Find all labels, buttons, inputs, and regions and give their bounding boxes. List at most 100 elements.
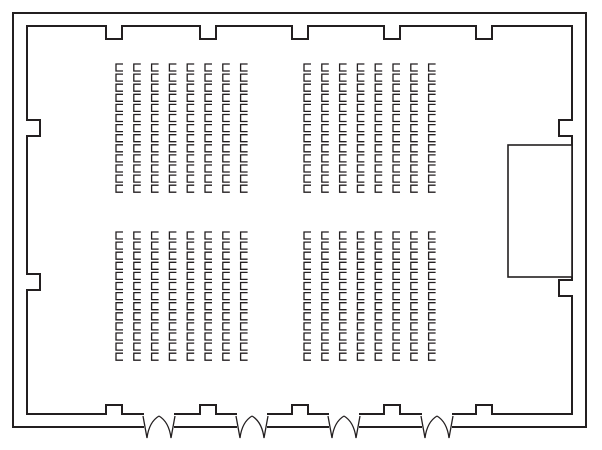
chair (356, 261, 365, 270)
chair (374, 281, 383, 291)
chair (186, 231, 195, 240)
chair (410, 322, 418, 331)
chair (410, 312, 418, 321)
chair (168, 123, 177, 133)
chair (222, 174, 230, 183)
chair (338, 103, 347, 113)
chair (374, 144, 383, 153)
chair (303, 352, 311, 361)
chair (303, 154, 311, 163)
chair (115, 83, 123, 92)
chair (303, 63, 311, 72)
chair (303, 251, 311, 260)
stage (507, 144, 573, 278)
chair (356, 302, 365, 311)
chair (133, 73, 141, 82)
chair (222, 93, 230, 102)
door-leaves (327, 415, 361, 439)
double-door (142, 415, 176, 439)
chair (321, 93, 329, 102)
chair (338, 83, 347, 92)
chair (356, 174, 365, 183)
chair (392, 134, 400, 143)
chair (356, 251, 365, 260)
chair (410, 174, 418, 183)
chair (410, 291, 418, 301)
chair (410, 302, 418, 311)
chair (186, 241, 195, 250)
chair (321, 134, 329, 143)
chair (150, 123, 159, 133)
chair (186, 154, 195, 163)
chair (115, 184, 123, 193)
chair (115, 93, 123, 102)
chair (133, 261, 141, 270)
chair (239, 73, 248, 82)
chair (168, 332, 177, 341)
chair (239, 291, 248, 301)
chair (115, 164, 123, 173)
chair (303, 93, 311, 102)
chair (356, 154, 365, 163)
chair (168, 134, 177, 143)
chair (321, 231, 329, 240)
chair (186, 312, 195, 321)
chair (168, 93, 177, 102)
chair (150, 93, 159, 102)
chair (321, 261, 329, 270)
chair (356, 93, 365, 102)
chair (222, 322, 230, 331)
chair (338, 174, 347, 183)
chair (321, 123, 329, 133)
chair (427, 241, 436, 250)
chair (186, 302, 195, 311)
seating-block-front-left (115, 63, 248, 193)
chair (222, 83, 230, 92)
chair (356, 281, 365, 291)
chair (374, 174, 383, 183)
chair (222, 134, 230, 143)
chair (321, 103, 329, 113)
chair (222, 241, 230, 250)
chair (392, 322, 400, 331)
chair (303, 342, 311, 351)
chair (150, 113, 159, 123)
outer-wall (12, 12, 587, 428)
chair (239, 63, 248, 72)
chair (356, 134, 365, 143)
chair (427, 164, 436, 173)
chair (356, 241, 365, 250)
chair (133, 154, 141, 163)
chair (392, 93, 400, 102)
double-door (235, 415, 269, 439)
chair (427, 271, 436, 281)
chair (338, 144, 347, 153)
chair (133, 134, 141, 143)
chair (410, 93, 418, 102)
chair (303, 134, 311, 143)
chair (168, 322, 177, 331)
chair (410, 123, 418, 133)
chair (115, 231, 123, 240)
chair (374, 302, 383, 311)
chair (356, 184, 365, 193)
chair (303, 103, 311, 113)
chair (392, 73, 400, 82)
chair (204, 123, 212, 133)
chair (338, 332, 347, 341)
chair (303, 113, 311, 123)
chair (303, 144, 311, 153)
chair (427, 113, 436, 123)
chair (338, 342, 347, 351)
chair (374, 342, 383, 351)
chair (392, 123, 400, 133)
chair (392, 103, 400, 113)
chair (356, 144, 365, 153)
chair (186, 164, 195, 173)
chair (115, 352, 123, 361)
chair (150, 134, 159, 143)
chair (338, 271, 347, 281)
chair (222, 103, 230, 113)
chair (150, 231, 159, 240)
chair (115, 123, 123, 133)
